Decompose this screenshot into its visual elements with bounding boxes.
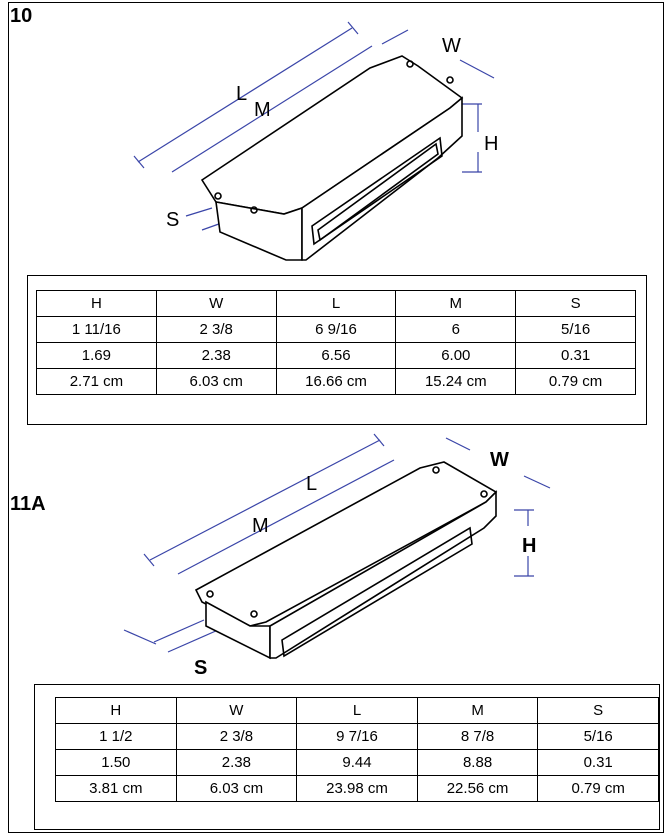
table-cell: 0.79 cm [515, 368, 636, 395]
table-cell: 6.03 cm [155, 368, 277, 395]
dim-label-W: W [490, 449, 509, 471]
ballast-body [194, 461, 498, 660]
section-label-11a: 11A [10, 493, 46, 515]
table-cell: 8 7/8 [416, 723, 539, 750]
ballast-drawing-11a: L M W H S [123, 433, 551, 679]
table-cell: 15.24 cm [395, 368, 517, 395]
table-cell: 0.79 cm [537, 775, 659, 802]
dimension-lines [133, 21, 495, 231]
table-cell: 9.44 [296, 749, 418, 776]
table-header-row: H W L M S [36, 290, 636, 317]
table-cell: 1.50 [55, 749, 177, 776]
table-cell: 23.98 cm [296, 775, 418, 802]
table-row: 3.81 cm 6.03 cm 23.98 cm 22.56 cm 0.79 c… [55, 775, 659, 802]
table-cell: 8.88 [416, 749, 539, 776]
table-cell: 5/16 [537, 723, 659, 750]
table-cell: 0.31 [537, 749, 659, 776]
page-frame [8, 2, 664, 833]
dimension-table-11a: H W L M S 1 1/2 2 3/8 9 7/16 8 7/8 5/16 … [55, 697, 659, 802]
table-row: 1 11/16 2 3/8 6 9/16 6 5/16 [36, 316, 636, 343]
header-S: S [537, 697, 659, 724]
table-cell: 6 9/16 [275, 316, 397, 343]
dimension-table-10: H W L M S 1 11/16 2 3/8 6 9/16 6 5/16 1.… [36, 290, 636, 395]
dimension-lines [123, 433, 551, 653]
table-row: 1.69 2.38 6.56 6.00 0.31 [36, 342, 636, 369]
table-row: 2.71 cm 6.03 cm 16.66 cm 15.24 cm 0.79 c… [36, 368, 636, 395]
table-cell: 16.66 cm [275, 368, 397, 395]
table-cell: 6 [395, 316, 517, 343]
table-cell: 2.38 [155, 342, 277, 369]
table-cell: 1 1/2 [55, 723, 177, 750]
table-cell: 2.71 cm [36, 368, 157, 395]
table-row: 1.50 2.38 9.44 8.88 0.31 [55, 749, 659, 776]
ballast-body [200, 55, 464, 261]
header-W: W [175, 697, 298, 724]
dim-label-S: S [166, 209, 179, 231]
header-S: S [515, 290, 636, 317]
table-cell: 2.38 [175, 749, 298, 776]
table-cell: 2 3/8 [175, 723, 298, 750]
header-M: M [416, 697, 539, 724]
header-L: L [275, 290, 397, 317]
table-row: 1 1/2 2 3/8 9 7/16 8 7/8 5/16 [55, 723, 659, 750]
table-cell: 5/16 [515, 316, 636, 343]
table-cell: 22.56 cm [416, 775, 539, 802]
table-header-row: H W L M S [55, 697, 659, 724]
table-cell: 6.56 [275, 342, 397, 369]
table-cell: 0.31 [515, 342, 636, 369]
table-cell: 2 3/8 [155, 316, 277, 343]
dim-label-S: S [194, 657, 207, 679]
section-label-10: 10 [10, 5, 33, 27]
dim-label-M: M [254, 99, 271, 121]
dim-label-L: L [306, 473, 317, 495]
dim-label-W: W [442, 35, 461, 57]
dim-label-H: H [522, 535, 536, 557]
dim-label-M: M [252, 515, 269, 537]
table-cell: 1.69 [36, 342, 157, 369]
header-W: W [155, 290, 277, 317]
table-cell: 9 7/16 [296, 723, 418, 750]
table-cell: 6.03 cm [175, 775, 298, 802]
header-M: M [395, 290, 517, 317]
header-H: H [36, 290, 157, 317]
header-L: L [296, 697, 418, 724]
table-cell: 3.81 cm [55, 775, 177, 802]
table-cell: 6.00 [395, 342, 517, 369]
dim-label-L: L [236, 83, 247, 105]
table-cell: 1 11/16 [36, 316, 157, 343]
ballast-drawing-10: L M W H S [133, 21, 498, 261]
dim-label-H: H [484, 133, 498, 155]
header-H: H [55, 697, 177, 724]
